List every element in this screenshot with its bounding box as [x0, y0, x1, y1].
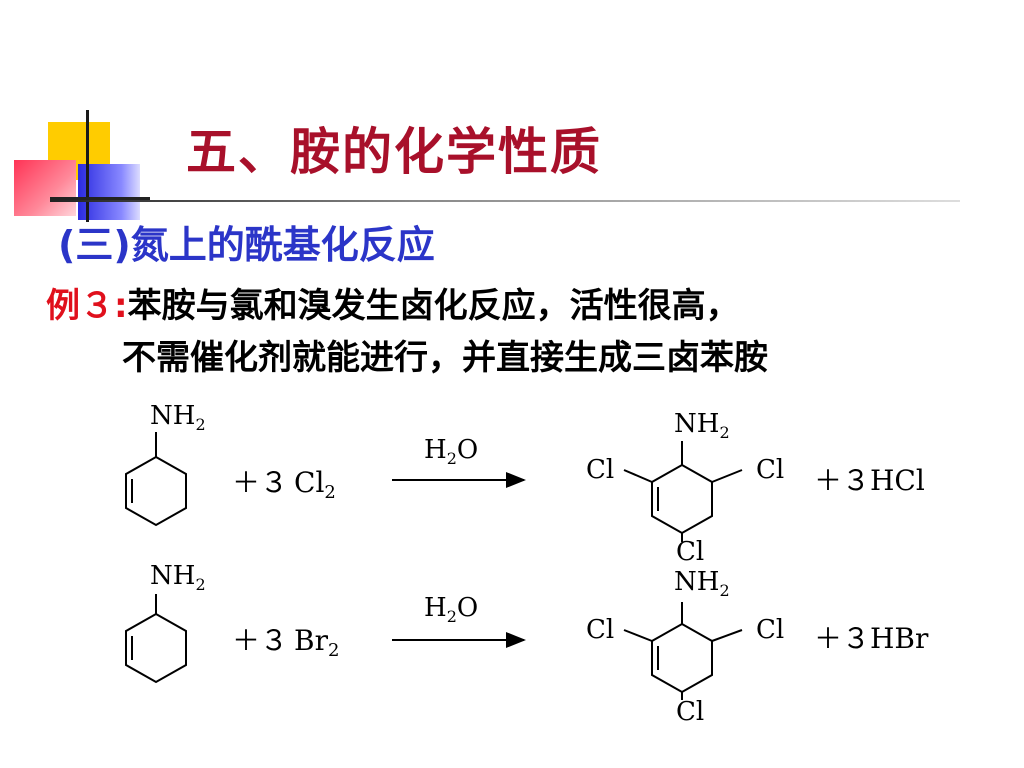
- product-amine-group-1: NH2: [674, 409, 730, 442]
- aniline-ring-2: [125, 594, 187, 684]
- byproduct-1: ＋３HCl: [814, 464, 925, 497]
- product-ring-1: [623, 441, 743, 542]
- example-line-1: 苯胺与氯和溴发生卤化反应，活性很高，: [127, 286, 740, 326]
- product-substituent-right-2: Cl: [756, 615, 784, 645]
- byproduct-2: ＋３HBr: [814, 622, 929, 655]
- example-label: 例３:: [46, 286, 128, 326]
- decor-red-square: [14, 160, 76, 216]
- product-substituent-left-1: Cl: [586, 455, 614, 485]
- decor-horizontal-line: [50, 197, 150, 200]
- product-substituent-bottom-2: Cl: [676, 697, 704, 727]
- reaction-condition-1: H2O: [424, 435, 478, 468]
- section-subtitle: (三)氮上的酰基化反应: [58, 223, 435, 267]
- product-substituent-right-1: Cl: [756, 455, 784, 485]
- title-underline: [50, 200, 960, 202]
- reactant-amine-group-1: NH2: [150, 401, 206, 434]
- decor-vertical-line: [86, 110, 89, 222]
- aniline-ring-1: [125, 432, 187, 527]
- product-substituent-left-2: Cl: [586, 615, 614, 645]
- reaction-condition-2: H2O: [424, 593, 478, 626]
- product-ring-2: [623, 602, 743, 700]
- product-substituent-bottom-1: Cl: [676, 537, 704, 567]
- reactant-amine-group-2: NH2: [150, 561, 206, 594]
- product-amine-group-2: NH2: [674, 567, 730, 600]
- example-text: 例３:苯胺与氯和溴发生卤化反应，活性很高， 不需催化剂就能进行，并直接生成三卤苯…: [46, 280, 1006, 384]
- example-line-2: 不需催化剂就能进行，并直接生成三卤苯胺: [122, 338, 768, 378]
- slide-title: 五、胺的化学性质: [186, 123, 602, 181]
